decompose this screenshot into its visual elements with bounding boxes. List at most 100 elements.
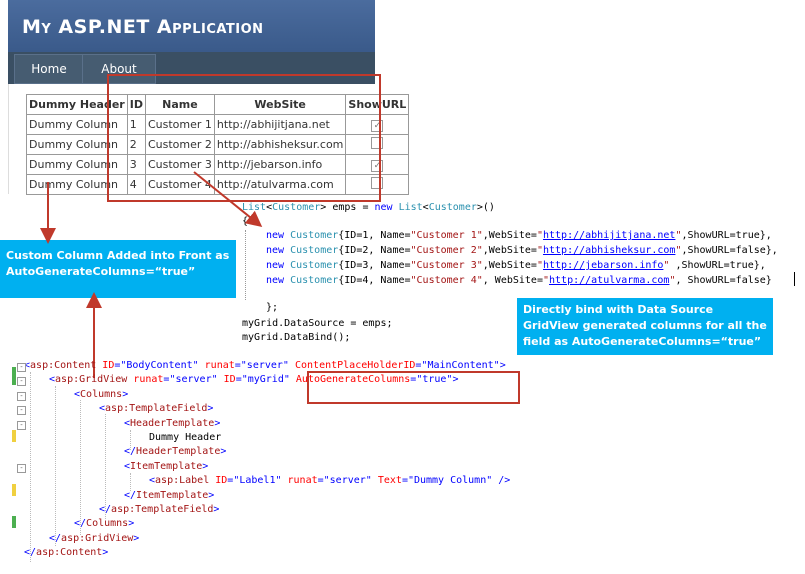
markup-token: asp:GridView xyxy=(61,532,134,544)
markup-token: > xyxy=(128,518,135,530)
markup-line: - <Columns> xyxy=(17,388,129,401)
indent-guide xyxy=(55,386,56,546)
grid-col-header: Dummy Header xyxy=(26,94,128,115)
markup-token: ="server" xyxy=(317,475,378,487)
gutter-change-marker xyxy=(12,484,16,496)
markup-token: < xyxy=(124,417,131,429)
gutter-change-marker xyxy=(12,516,16,528)
gutter-change-marker xyxy=(12,430,16,442)
fold-toggle-icon[interactable]: - xyxy=(17,391,26,401)
markup-token: > xyxy=(452,374,459,386)
text-cursor xyxy=(794,272,795,286)
grid-col-header: ID xyxy=(126,94,146,115)
auto-columns-highlight xyxy=(107,74,381,202)
markup-token: ="Label1" xyxy=(227,475,288,487)
markup-token: > xyxy=(207,403,214,415)
grid-cell-website: http://jebarson.info xyxy=(213,154,347,175)
grid-cell-dummy: Dummy Column xyxy=(26,134,128,155)
indent-guide xyxy=(30,372,31,562)
markup-token: asp:GridView xyxy=(55,374,128,386)
gutter-change-marker xyxy=(12,367,16,385)
fold-toggle-icon[interactable]: - xyxy=(17,463,26,473)
customer-grid: Dummy Header ID Name WebSite ShowURL Dum… xyxy=(26,94,410,195)
fold-toggle-icon[interactable]: - xyxy=(17,420,26,430)
code-datasource: myGrid.DataSource = emps; xyxy=(242,318,393,329)
markup-token: ID xyxy=(215,475,228,487)
markup-token: ItemTemplate xyxy=(136,489,209,501)
fold-toggle-icon[interactable]: - xyxy=(17,406,26,416)
markup-token: /> xyxy=(498,475,511,487)
markup-token: ID xyxy=(102,360,115,371)
markup-token: ="true" xyxy=(410,374,453,386)
indent-guide xyxy=(105,414,106,519)
markup-token: runat xyxy=(204,360,235,371)
grid-cell-name: Customer 2 xyxy=(144,134,215,155)
markup-line: </Columns> xyxy=(74,518,134,529)
markup-token: ID xyxy=(223,374,236,386)
grid-cell-dummy: Dummy Column xyxy=(26,154,128,175)
markup-token: asp:TemplateField xyxy=(111,504,214,515)
markup-token: ="MainContent" xyxy=(415,360,500,371)
markup-line: -<asp:Content ID="BodyContent" runat="se… xyxy=(17,360,506,372)
markup-token: ="Dummy Column" xyxy=(401,475,499,487)
markup-token: </ xyxy=(124,489,137,501)
code-customer-3: new Customer{ID=3, Name="Customer 3",Web… xyxy=(266,260,766,271)
markup-token: > xyxy=(133,532,140,544)
markup-line: <asp:Label ID="Label1" runat="server" Te… xyxy=(149,475,510,486)
code-customer-2: new Customer{ID=2, Name="Customer 2",Web… xyxy=(266,245,778,256)
callout-custom-column: Custom Column Added into Front as AutoGe… xyxy=(0,240,236,298)
arrow-grid-to-code xyxy=(193,171,263,228)
markup-token: > xyxy=(102,547,109,559)
markup-token: ="myGrid" xyxy=(235,374,296,386)
markup-token: asp:TemplateField xyxy=(105,403,208,415)
markup-token: < xyxy=(49,374,56,386)
markup-token: ="server" xyxy=(163,374,224,386)
markup-token: HeaderTemplate xyxy=(136,446,221,458)
grid-cell-name: Customer 1 xyxy=(144,114,215,135)
markup-token: asp:Label xyxy=(155,475,210,487)
markup-token: > xyxy=(122,388,129,400)
markup-token: > xyxy=(208,489,215,501)
markup-line: </asp:GridView> xyxy=(49,533,139,544)
app-header xyxy=(8,0,375,52)
code-customer-1: new Customer{ID=1, Name="Customer 1",Web… xyxy=(266,230,772,241)
markup-token: < xyxy=(99,403,106,415)
markup-token: Columns xyxy=(80,388,123,400)
markup-line: - <asp:TemplateField> xyxy=(17,403,214,416)
code-guide xyxy=(245,230,246,300)
markup-token: > xyxy=(214,417,221,429)
markup-token: < xyxy=(149,475,156,487)
markup-token: ="BodyContent" xyxy=(114,360,205,371)
fold-toggle-icon[interactable]: - xyxy=(17,377,26,387)
markup-token: > xyxy=(220,446,227,458)
fold-toggle-icon[interactable]: - xyxy=(17,363,26,372)
markup-line: - <asp:GridView runat="server" ID="myGrid… xyxy=(17,374,459,387)
markup-line: </HeaderTemplate> xyxy=(124,446,226,457)
markup-token: runat xyxy=(133,374,164,386)
grid-cell-id: 4 xyxy=(126,174,146,195)
grid-cell-showurl xyxy=(345,174,410,195)
markup-line: Dummy Header xyxy=(149,432,221,443)
markup-line: -<ItemTemplate> xyxy=(17,460,209,473)
markup-token: < xyxy=(74,388,81,400)
markup-line: </ItemTemplate> xyxy=(124,490,214,501)
markup-token: Text xyxy=(377,475,402,487)
markup-token: ContentPlaceHolderID xyxy=(294,360,416,371)
markup-token: runat xyxy=(287,475,318,487)
markup-token: > xyxy=(499,360,506,371)
markup-line: </asp:Content> xyxy=(24,547,108,558)
app-title: My ASP.NET Application xyxy=(22,16,264,38)
callout-auto-columns: Directly bind with Data Source GridView … xyxy=(517,298,773,355)
nav-about[interactable]: About xyxy=(82,54,156,84)
markup-text: Dummy Header xyxy=(149,432,222,443)
markup-token: HeaderTemplate xyxy=(130,417,215,429)
indent-guide xyxy=(130,430,131,450)
code-customer-4: new Customer{ID=4, Name="Customer 4", We… xyxy=(266,275,772,286)
markup-token: > xyxy=(202,460,209,472)
markup-token: </ xyxy=(124,446,137,458)
code-databind: myGrid.DataBind(); xyxy=(242,332,351,343)
